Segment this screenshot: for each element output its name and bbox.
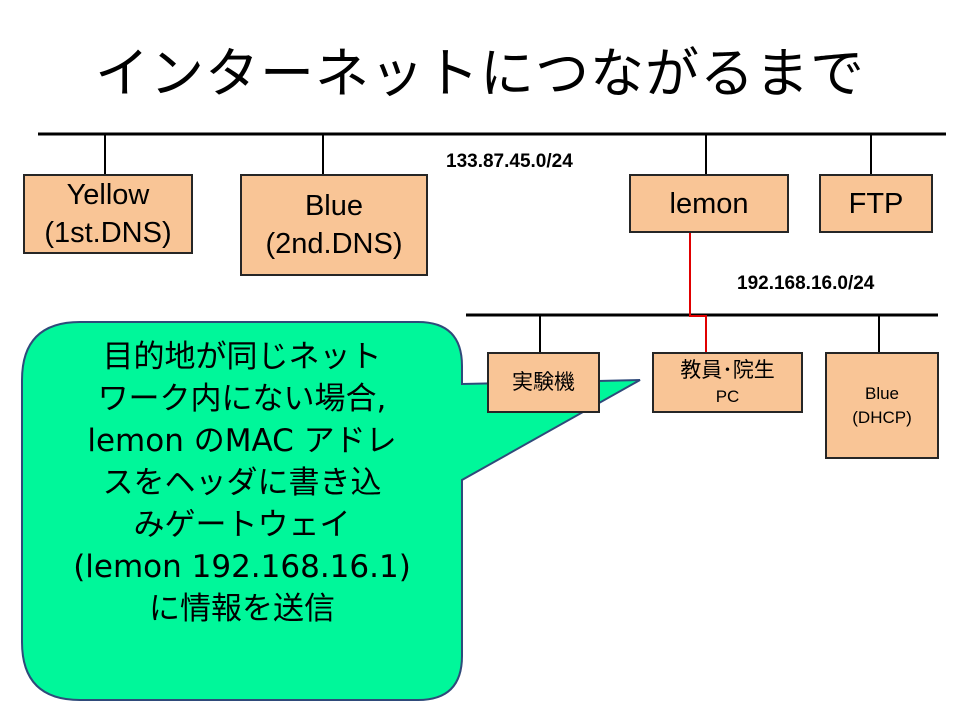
node-name: 実験機 [512,370,575,394]
node-role: (2nd.DNS) [265,228,403,260]
server-lemon: lemon [629,174,789,233]
node-name: Yellow [66,179,150,211]
node-role: PC [715,386,740,406]
server-yellow: Yellow (1st.DNS) [23,174,193,254]
callout-line: みゲートウェイ [133,507,351,543]
node-name: lemon [669,187,749,220]
slide-title: インターネットにつながるまで [95,42,865,105]
node-role: (DHCP) [852,407,912,427]
callout-text: 目的地が同じネット ワーク内にない場合, lemon のMAC アドレ スをヘッ… [22,336,462,630]
callout-line: lemon のMAC アドレ [87,423,397,459]
server-blue-dhcp: Blue (DHCP) [825,352,939,459]
callout-line: ワーク内にない場合, [97,381,387,417]
node-name: Blue [864,383,900,403]
inner-network-label: 192.168.16.0/24 [737,273,875,294]
callout-line: 目的地が同じネット [102,339,382,375]
staff-student-pc: 教員･院生 PC [652,352,803,413]
node-role: (1st.DNS) [44,217,172,249]
callout-line: スをヘッダに書き込 [102,465,382,501]
lab-machine: 実験機 [487,352,600,413]
gateway-link [689,233,707,352]
server-blue: Blue (2nd.DNS) [240,174,428,276]
callout-bubble [21,321,641,701]
callout-line: に情報を送信 [149,591,335,627]
node-name: FTP [848,187,904,220]
server-ftp: FTP [819,174,933,233]
node-name: Blue [304,190,364,222]
node-name: 教員･院生 [680,358,775,382]
callout-line: (lemon 192.168.16.1) [73,549,411,585]
outer-network-label: 133.87.45.0/24 [446,151,573,172]
